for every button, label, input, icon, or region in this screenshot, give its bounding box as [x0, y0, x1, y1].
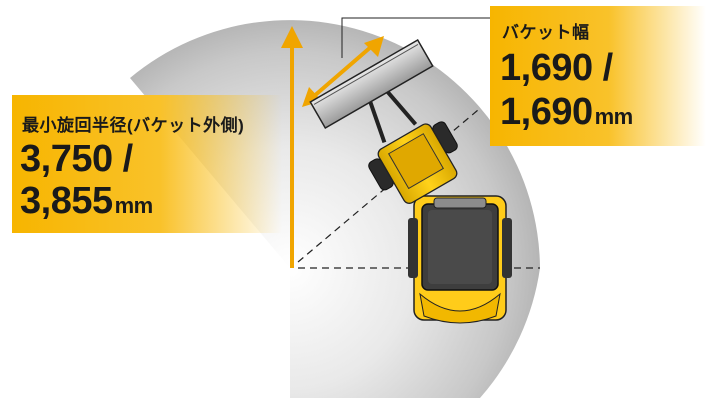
turning-radius-value-2: 3,855 — [20, 180, 113, 222]
bucket-width-value-1: 1,690 / — [500, 47, 613, 89]
turning-radius-value-1: 3,750 / — [20, 138, 133, 180]
bucket-width-caption: バケット幅 — [502, 23, 590, 42]
turning-radius-value-2-line: 3,855mm — [20, 181, 153, 226]
bucket-width-arrow — [302, 36, 384, 107]
bucket-width-label: バケット幅 1,690 / 1,690mm — [490, 6, 706, 146]
bucket-width-value-2: 1,690 — [500, 91, 593, 133]
turning-radius-caption: 最小旋回半径(バケット外側) — [22, 116, 245, 135]
turning-radius-unit: mm — [114, 193, 154, 218]
leader-line — [341, 17, 490, 58]
turning-radius-label: 最小旋回半径(バケット外側) 3,750 / 3,855mm — [12, 95, 282, 233]
wheel-loader-icon — [309, 38, 512, 324]
bucket-width-unit: mm — [594, 104, 634, 129]
bucket-width-value-2-line: 1,690mm — [500, 92, 633, 137]
radius-arrow-head — [281, 26, 303, 48]
